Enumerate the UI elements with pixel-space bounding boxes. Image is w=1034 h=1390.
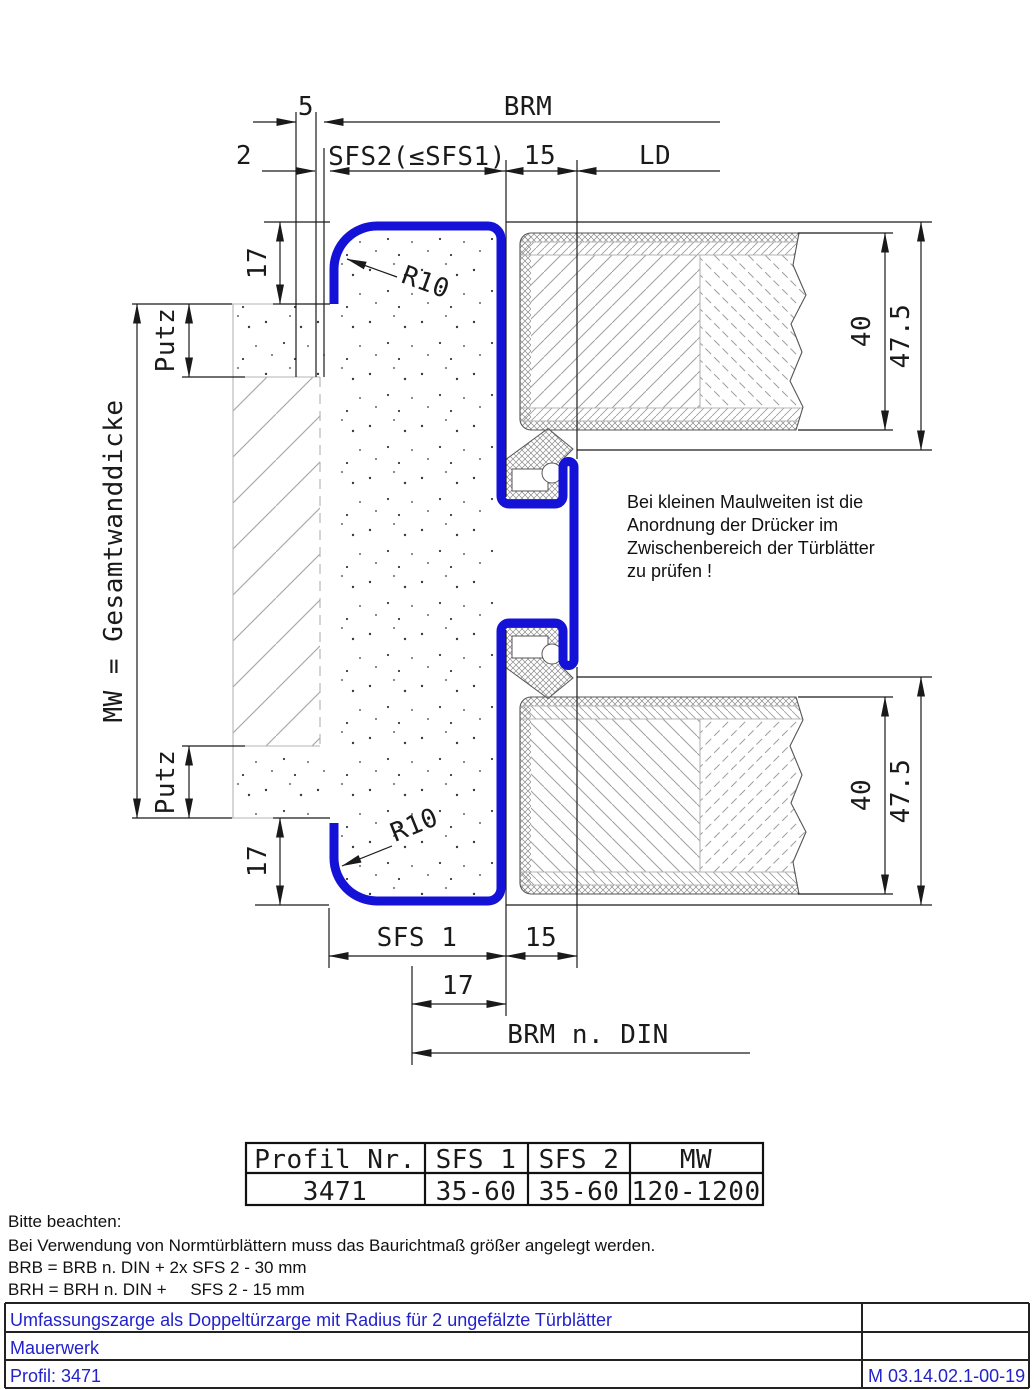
dim-47_5-top: 47.5	[886, 304, 916, 369]
door-leaf-top	[519, 232, 807, 431]
table-value-sfs2: 35-60	[539, 1177, 620, 1207]
remark-line-3: BRB = BRB n. DIN + 2x SFS 2 - 30 mm	[8, 1258, 307, 1277]
dim-sfs1: SFS 1	[377, 923, 458, 953]
dim-ld: LD	[639, 141, 671, 171]
table-header-sfs2: SFS 2	[539, 1145, 620, 1175]
mortar-speckle	[340, 232, 495, 895]
title-block: Umfassungszarge als Doppeltürzarge mit R…	[4, 1302, 1030, 1389]
remark-line-1: Bitte beachten:	[8, 1212, 121, 1231]
table-header-profil: Profil Nr.	[254, 1145, 416, 1175]
dim-15-bottom: 15	[525, 923, 557, 953]
masonry-hatch	[233, 377, 320, 746]
note-line-3: Zwischenbereich der Türblätter	[627, 538, 875, 558]
dim-17-bottom2: 17	[442, 971, 474, 1001]
remarks-block: Bitte beachten: Bei Verwendung von Normt…	[8, 1212, 655, 1299]
dimension-lines	[133, 118, 925, 1057]
r10-leader-top	[346, 258, 398, 278]
door-leaf-outline	[519, 232, 807, 431]
dim-40-bottom: 40	[847, 779, 877, 811]
title-document-number: M 03.14.02.1-00-19	[868, 1366, 1025, 1386]
table-value-sfs1: 35-60	[436, 1177, 517, 1207]
door-leaf-bottom	[520, 697, 806, 894]
dim-2: 2	[236, 141, 252, 171]
table-value-profil: 3471	[303, 1177, 368, 1207]
r10-leader-bottom	[341, 845, 393, 867]
gasket-top	[500, 427, 574, 500]
dim-17-bottom: 17	[243, 845, 273, 877]
dim-putz-bottom: Putz	[151, 750, 181, 815]
plaster-speckle-top	[234, 306, 329, 375]
note-line-4: zu prüfen !	[627, 561, 712, 581]
table-header-sfs1: SFS 1	[436, 1145, 517, 1175]
title-wall-type: Mauerwerk	[10, 1338, 100, 1358]
dim-brm-din: BRM n. DIN	[507, 1020, 669, 1050]
note-block: Bei kleinen Maulweiten ist die Anordnung…	[627, 492, 875, 581]
frame-profile	[329, 221, 579, 906]
dim-brm: BRM	[504, 92, 552, 122]
dim-putz-top: Putz	[151, 308, 181, 373]
profile-table: Profil Nr. SFS 1 SFS 2 MW 3471 35-60 35-…	[244, 1141, 765, 1207]
title-profile-number: Profil: 3471	[10, 1366, 101, 1386]
dim-mw: MW = Gesamtwanddicke	[99, 399, 129, 722]
dim-sfs2: SFS2(≤SFS1)	[328, 142, 506, 172]
title-description: Umfassungszarge als Doppeltürzarge mit R…	[10, 1310, 612, 1330]
dim-47_5-bottom: 47.5	[886, 759, 916, 824]
dim-15-top: 15	[524, 141, 556, 171]
remark-line-4: BRH = BRH n. DIN + SFS 2 - 15 mm	[8, 1280, 305, 1299]
dim-5: 5	[298, 92, 314, 122]
table-header-mw: MW	[680, 1145, 712, 1175]
dim-17-top: 17	[243, 247, 273, 279]
wall-section	[132, 232, 495, 895]
dim-40-top: 40	[847, 315, 877, 347]
note-line-2: Anordnung der Drücker im	[627, 515, 838, 535]
table-value-mw: 120-1200	[631, 1177, 760, 1207]
note-line-1: Bei kleinen Maulweiten ist die	[627, 492, 863, 512]
remark-line-2: Bei Verwendung von Normtürblättern muss …	[8, 1236, 655, 1255]
plaster-speckle-bottom	[234, 748, 329, 816]
extension-lines	[255, 112, 932, 1065]
